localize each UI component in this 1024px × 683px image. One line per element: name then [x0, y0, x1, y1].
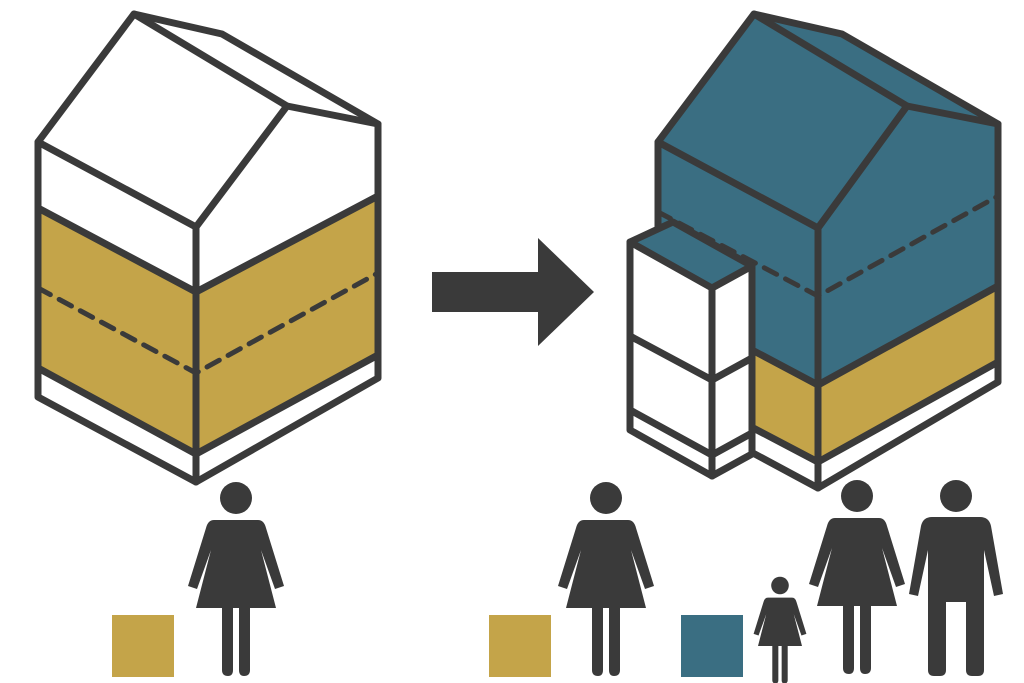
upper-floor-left-face: [38, 142, 196, 292]
occupants-after: [558, 480, 1003, 683]
adult-woman-icon: [809, 480, 905, 674]
house-base-right-face: [196, 355, 378, 482]
upper-floor-right-face: [196, 106, 378, 292]
adult-man-icon: [909, 480, 1003, 676]
arrow-right-icon: [432, 238, 594, 346]
lower-floors-right-face: [196, 196, 378, 454]
roof-back-slope: [754, 14, 998, 124]
single-household-house: [34, 10, 382, 486]
household-swatch-ochre: [489, 615, 551, 677]
occupants-before: [188, 482, 284, 676]
house-outline: [34, 10, 382, 486]
house-base-left-face: [38, 368, 196, 482]
lower-floors-left-face: [38, 208, 196, 454]
extension-roof: [630, 222, 752, 288]
ground-floor-right-face: [818, 286, 998, 462]
girl-icon: [753, 576, 807, 683]
adult-woman-icon: [188, 482, 284, 676]
upper-floors-right-face: [818, 106, 998, 385]
floor-divider-dashed: [35, 270, 381, 376]
household-swatch-ochre: [112, 615, 174, 677]
house-extension: [626, 218, 756, 480]
household-swatch-teal: [681, 615, 743, 677]
house-base-right-face: [818, 362, 998, 488]
multi-household-house: [626, 10, 1002, 492]
roof-back-slope: [134, 14, 378, 124]
adult-woman-icon: [558, 482, 654, 676]
